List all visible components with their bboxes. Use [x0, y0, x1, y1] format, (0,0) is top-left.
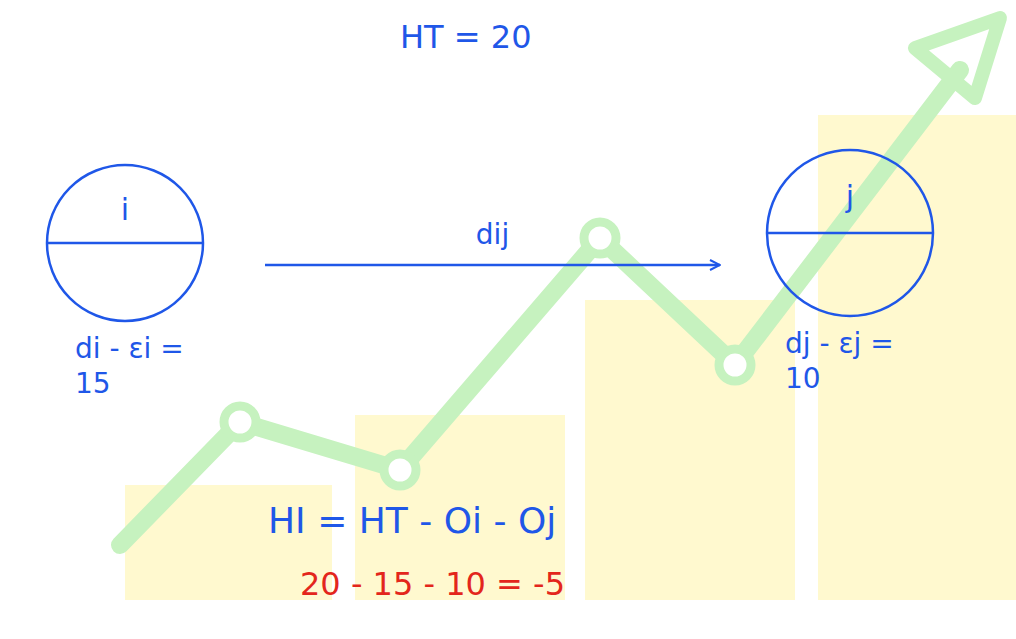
- circle-outline: [765, 148, 935, 318]
- circle-outline: [45, 163, 205, 323]
- formula-text: HI = HT - Oi - Oj: [268, 500, 556, 541]
- bar-group: [125, 115, 1016, 600]
- trend-dot: [719, 349, 751, 381]
- node-value: dj - εj = 10: [785, 326, 895, 396]
- calculation-result: 20 - 15 - 10 = -5: [300, 565, 565, 603]
- circle-border: [47, 165, 203, 321]
- circle-node: idi - εi = 15: [45, 163, 205, 323]
- node-value: di - εi = 15: [75, 331, 185, 401]
- edge-label: dij: [476, 218, 509, 251]
- bar: [585, 300, 795, 600]
- formula-text: HT = 20: [400, 18, 531, 56]
- arrow-connector: [265, 264, 720, 267]
- circle-node: jdj - εj = 10: [765, 148, 935, 318]
- trend-line: [120, 70, 960, 545]
- divider-line: [47, 242, 203, 245]
- trend-dot: [584, 222, 616, 254]
- node-name: j: [765, 179, 935, 214]
- circle-border: [767, 150, 933, 316]
- trend-arrowhead: [915, 18, 1000, 98]
- divider-line: [767, 232, 933, 235]
- trend-dots: [224, 222, 751, 486]
- trend-dot: [224, 406, 256, 438]
- trend-dot: [384, 454, 416, 486]
- node-name: i: [45, 192, 205, 227]
